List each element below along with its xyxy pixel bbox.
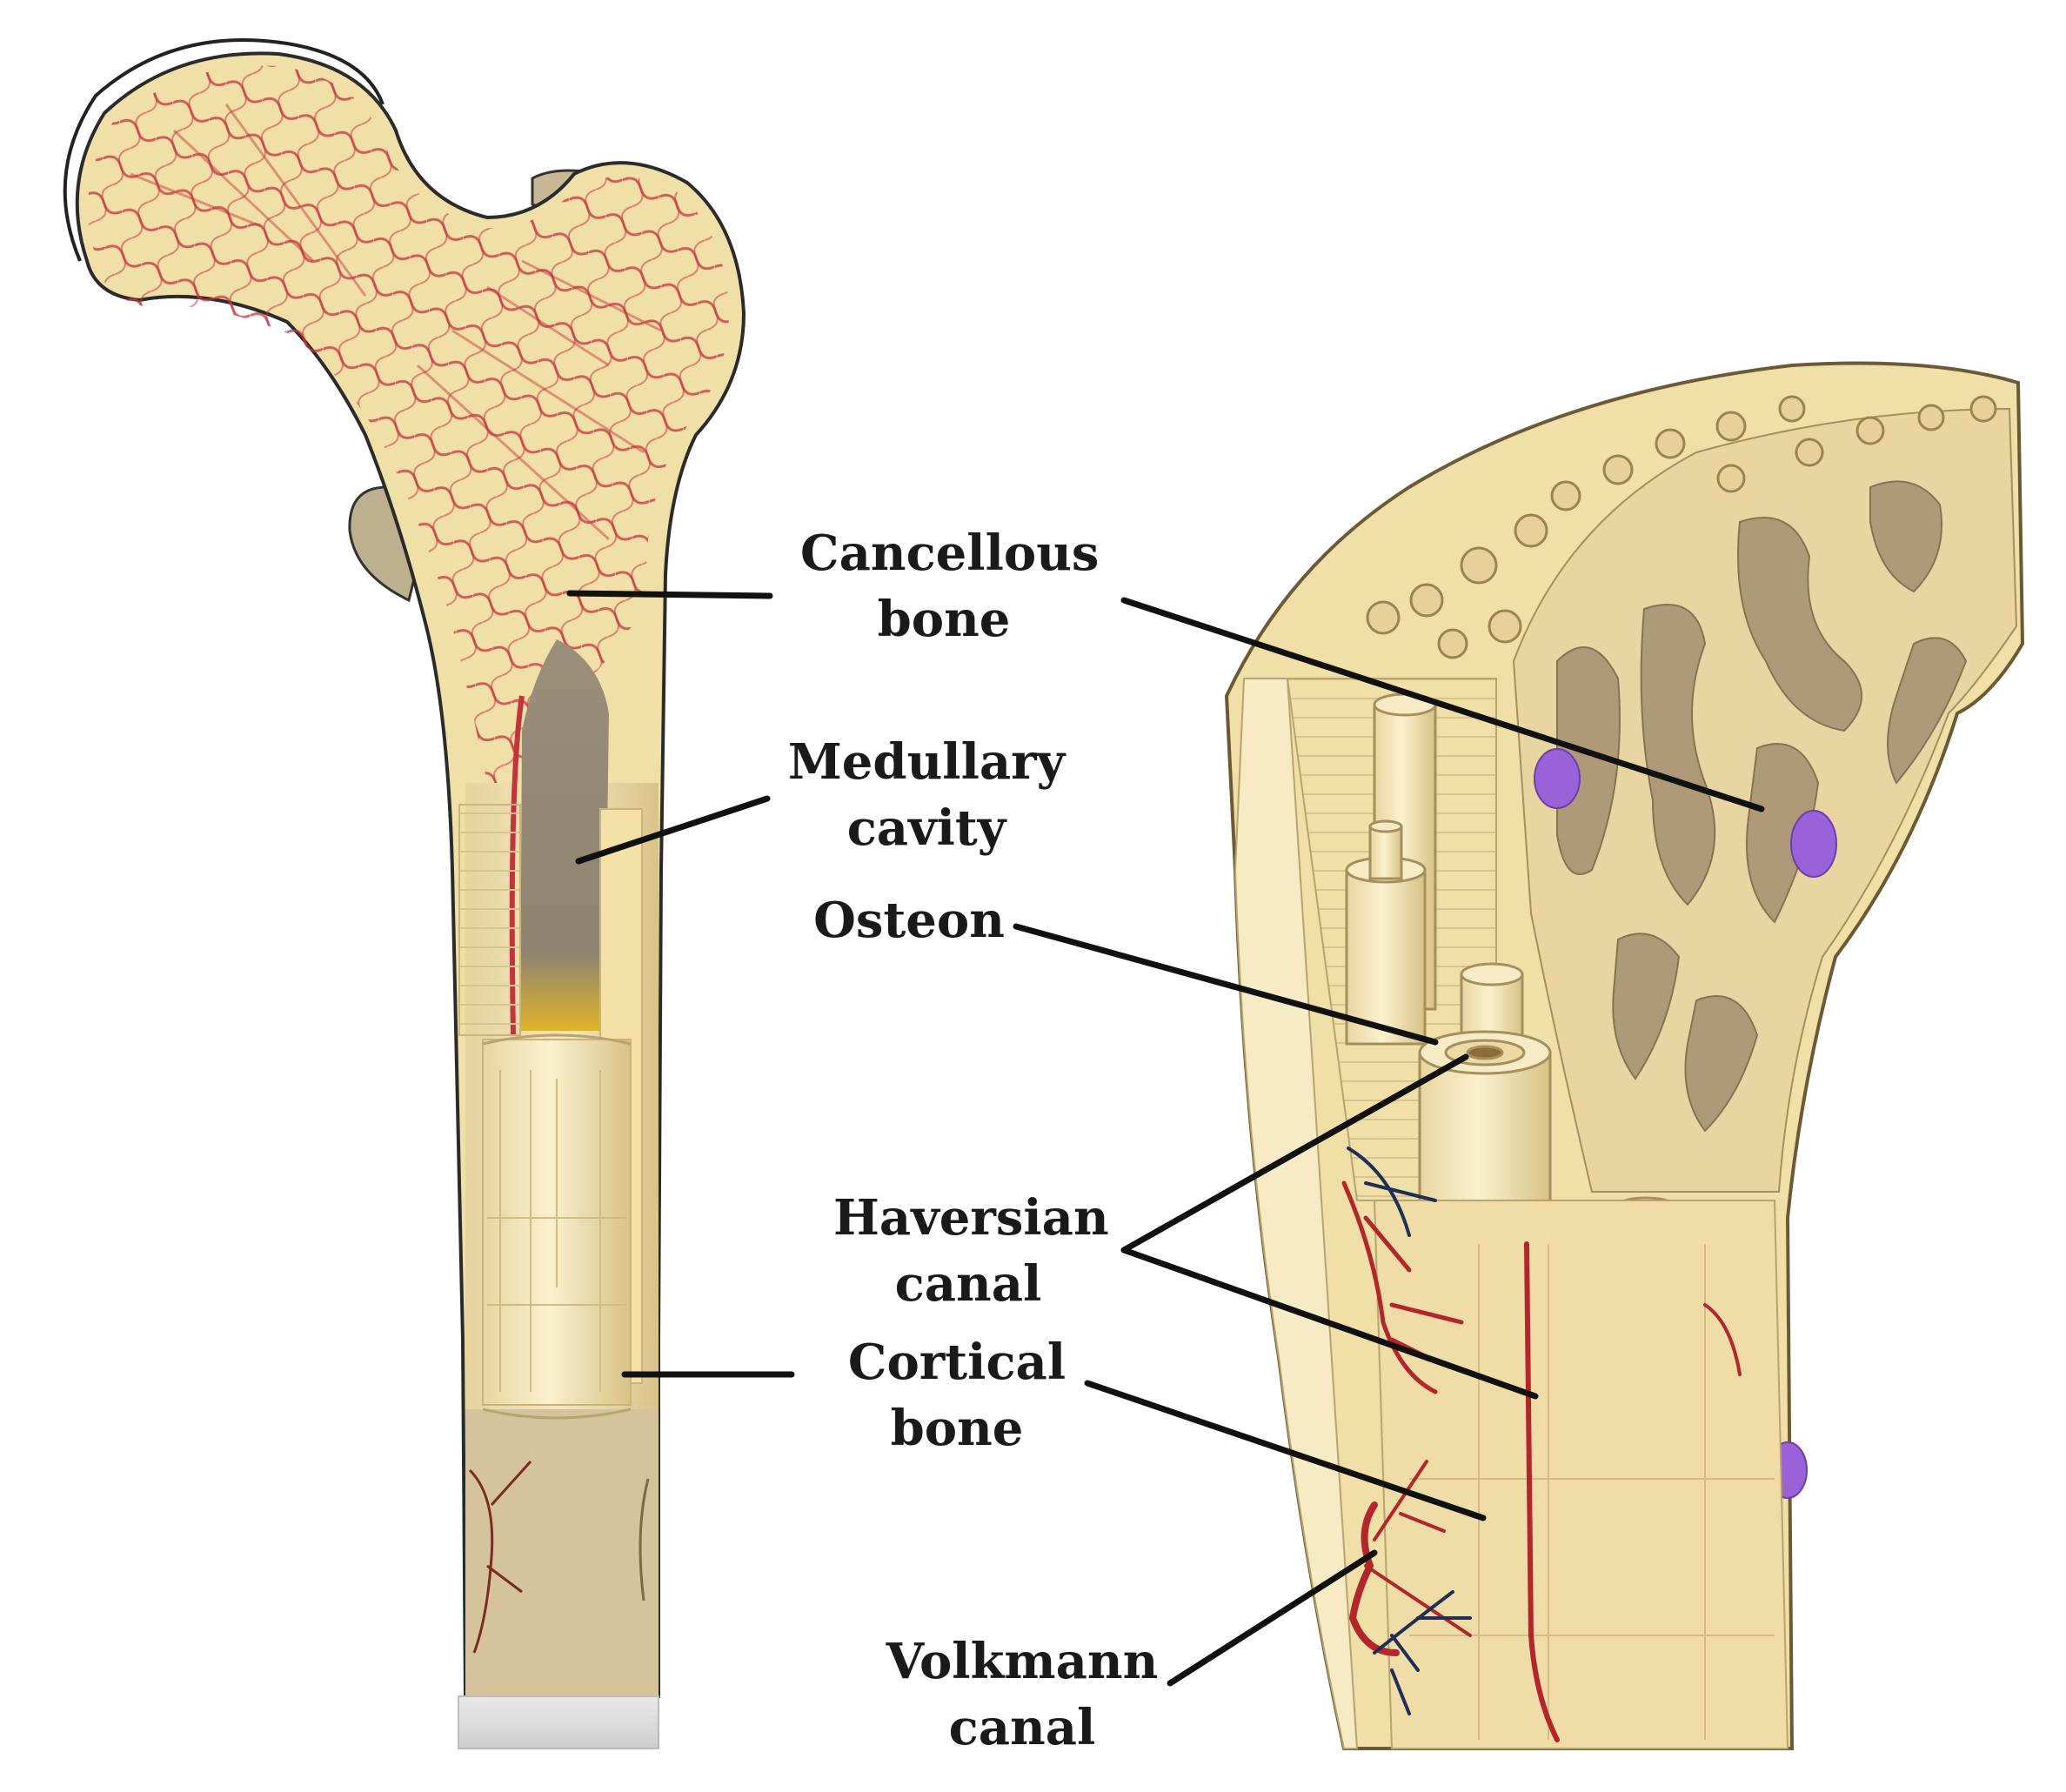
label-osteon: Osteon: [813, 887, 1005, 953]
medullary-cavity-shape: [520, 639, 609, 1031]
cut-shaft-end: [458, 1696, 659, 1749]
osteon-main: [1420, 1053, 1550, 1205]
femur-illustration: [65, 40, 744, 1749]
bone-microstructure: [1227, 364, 2023, 1749]
cell: [1791, 811, 1836, 877]
cell: [1534, 749, 1580, 808]
lower-shaft: [465, 1409, 659, 1696]
leader-cancellous-left: [570, 593, 770, 596]
